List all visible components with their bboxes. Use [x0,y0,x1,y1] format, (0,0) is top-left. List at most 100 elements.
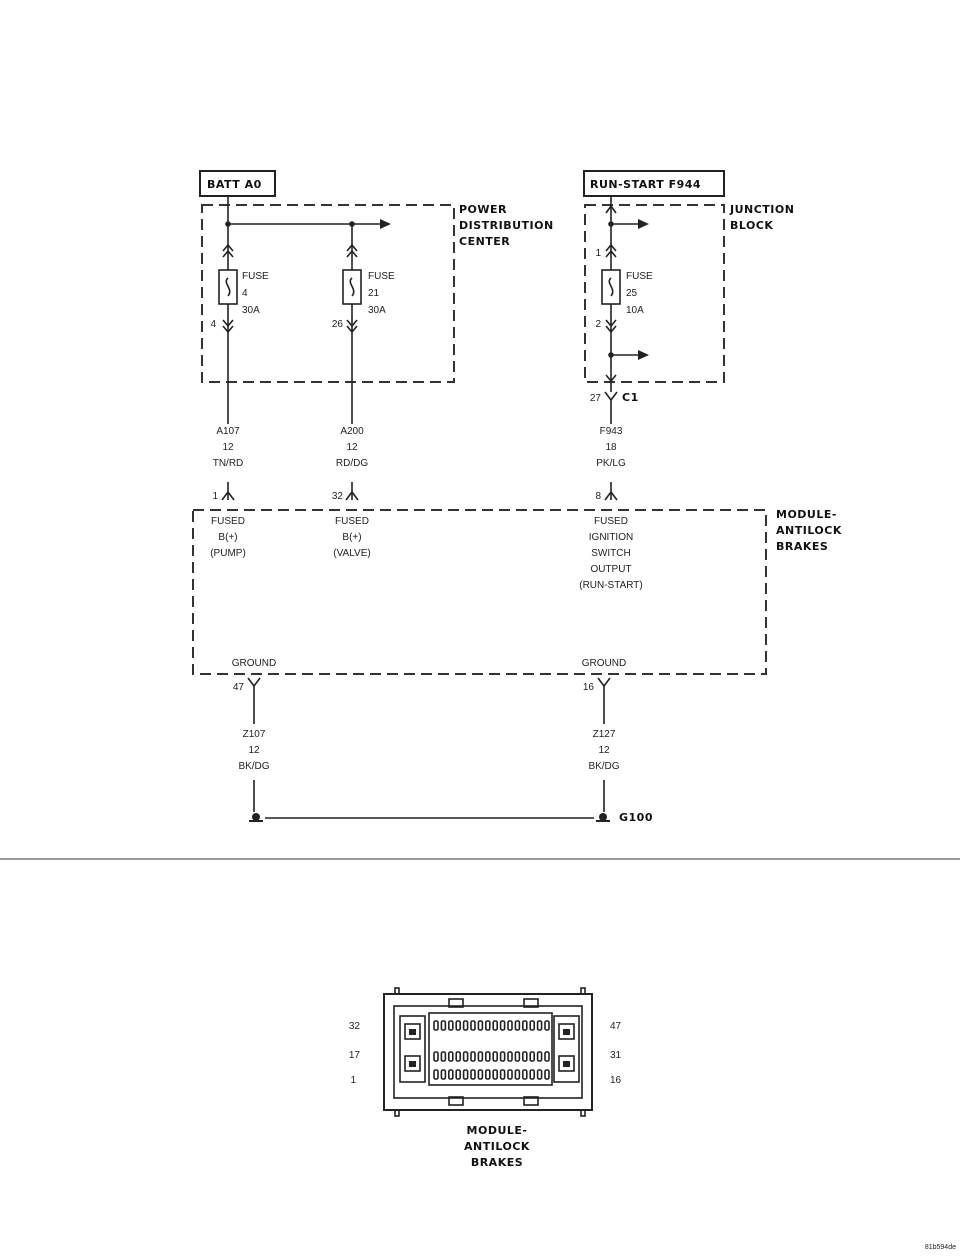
connector-chevron-icon [605,204,617,214]
pin-row-top [433,1020,550,1031]
svg-text:ANTILOCK: ANTILOCK [464,1140,530,1153]
pin-cavity [529,1069,536,1080]
svg-text:B(+): B(+) [218,532,237,543]
svg-text:F943: F943 [600,426,623,437]
pin-cavity [536,1020,543,1031]
svg-text:IGNITION: IGNITION [589,532,633,543]
feed-arrow-icon [638,219,649,229]
svg-text:B(+): B(+) [342,532,361,543]
pin-cavity [470,1020,476,1031]
pin-cavity [433,1051,439,1062]
bus-arrow-icon [380,219,391,229]
pin-cavity [477,1020,484,1031]
svg-text:BRAKES: BRAKES [471,1156,523,1169]
svg-text:1: 1 [595,248,601,259]
pin-cavity [462,1051,469,1062]
svg-text:2: 2 [595,319,601,330]
pin-cavity [440,1069,447,1080]
ground-z127: GROUND 16 Z127 12 BK/DG [582,658,626,812]
pin-cavity [447,1051,454,1062]
svg-text:PK/LG: PK/LG [596,458,626,469]
pin-cavity [544,1020,550,1031]
ground-z107: GROUND 47 Z107 12 BK/DG [232,658,276,812]
svg-text:MODULE-: MODULE- [467,1124,528,1137]
svg-text:OUTPUT: OUTPUT [590,564,631,575]
pin-cavity [544,1051,550,1062]
svg-text:30A: 30A [368,305,386,316]
pin-cavity [521,1020,528,1031]
pin-cavity [529,1051,536,1062]
pin-cavity [455,1069,462,1080]
pin-cavity [433,1069,439,1080]
pin-cavity [544,1069,550,1080]
pin-cavity [507,1069,513,1080]
svg-text:G100: G100 [619,811,653,824]
connector-view-title: MODULE- ANTILOCK BRAKES [464,1124,530,1169]
pin-cavity [499,1020,506,1031]
pin-cavity [507,1051,513,1062]
svg-text:(RUN-START): (RUN-START) [579,580,643,591]
wire-a107: A107 12 TN/RD 1 [212,384,243,502]
junction-block-dashed-box [584,204,725,383]
jb-connector-c1: 27 C1 [590,391,639,404]
pin-cavity [484,1069,491,1080]
fuse-21: FUSE 21 30A 26 [332,224,395,384]
wire-f943: F943 18 PK/LG 8 [595,400,626,502]
wire-a200: A200 12 RD/DG 32 [332,384,368,502]
pin-cavity [499,1051,506,1062]
pin-cavity [477,1069,484,1080]
svg-text:C1: C1 [622,391,639,404]
pin-cavity [462,1020,469,1031]
svg-text:GROUND: GROUND [232,658,276,669]
feed-arrow-icon [638,350,649,360]
svg-text:(PUMP): (PUMP) [210,548,246,559]
fuse-element-icon [349,277,355,297]
pin-cavity [536,1051,543,1062]
svg-text:FUSE: FUSE [368,271,395,282]
pin-cavity [470,1051,476,1062]
pin-cavity [529,1020,536,1031]
connector-chevron-icon [222,319,234,334]
svg-text:32: 32 [332,491,344,502]
svg-text:21: 21 [368,288,380,299]
pin-cavity [492,1051,499,1062]
pin-cavity [499,1069,506,1080]
pin-cavity [447,1020,454,1031]
svg-text:FUSED: FUSED [335,516,369,527]
figure-code: 81b594de [925,1244,956,1251]
batt-source-box [199,170,276,197]
svg-text:4: 4 [210,319,216,330]
connector-chevron-icon [605,319,617,334]
pin-cavity [536,1069,543,1080]
connector-chevron-icon [604,490,618,501]
pin-cavity [462,1069,469,1080]
svg-text:10A: 10A [626,305,644,316]
svg-text:12: 12 [346,442,358,453]
pin-cavity [455,1020,462,1031]
connector-chevron-icon [605,243,617,258]
pin-number-1: 1 [350,1075,356,1086]
svg-text:CENTER: CENTER [459,235,510,248]
pin-cavity [514,1051,521,1062]
pin-cavity [447,1069,454,1080]
junction-block-label: JUNCTION BLOCK [729,203,794,232]
pin-cavity [455,1051,462,1062]
ground-point-icon [252,813,260,821]
abs-module-label: MODULE- ANTILOCK BRAKES [776,508,841,553]
connector-chevron-icon [345,490,359,501]
pin-row-bottom [433,1069,550,1080]
ground-point-icon [599,813,607,821]
svg-text:MODULE-: MODULE- [776,508,837,521]
connector-chevron-icon [222,243,234,258]
connector-chevron-icon [346,243,358,258]
svg-text:GROUND: GROUND [582,658,626,669]
pin-cavity [484,1051,491,1062]
svg-text:18: 18 [605,442,617,453]
pin-number-47: 47 [610,1021,622,1032]
svg-text:27: 27 [590,393,602,404]
svg-text:SWITCH: SWITCH [591,548,630,559]
batt-source-label: BATT A0 [207,178,262,191]
pin-number-31: 31 [610,1050,622,1061]
svg-text:12: 12 [598,745,610,756]
connector-chevron-icon [247,677,261,688]
